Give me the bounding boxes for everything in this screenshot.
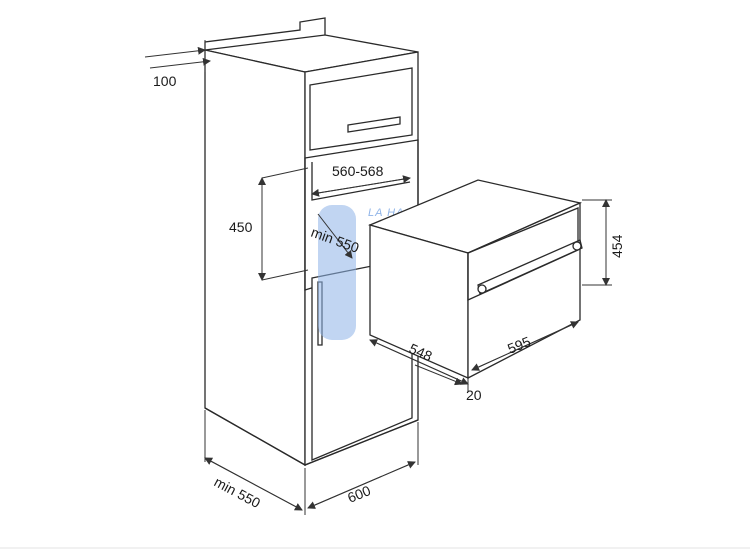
- dim-oven-width: [471, 321, 579, 371]
- cabinet-side: [204, 49, 306, 467]
- label-cabinet-width: 600: [345, 482, 373, 506]
- label-oven-height: 454: [609, 234, 625, 258]
- oven-handle-knob-right: [572, 241, 582, 251]
- oven-handle-knob-left: [477, 284, 487, 294]
- dim-cabinet-depth: [204, 410, 306, 515]
- label-top-depth: 100: [153, 73, 177, 89]
- niche-inner: [311, 162, 411, 201]
- dim-oven-depth: [369, 339, 469, 385]
- label-niche-width: 560-568: [332, 163, 384, 179]
- dim-niche-width: [311, 175, 411, 197]
- cabinet-base: [204, 407, 419, 466]
- upper-handle: [347, 116, 401, 133]
- label-niche-height: 450: [229, 219, 253, 235]
- upper-drawer: [309, 67, 413, 151]
- dim-cabinet-width: [307, 422, 419, 509]
- label-front-offset: 20: [466, 387, 482, 403]
- dim-oven-height: [582, 199, 612, 286]
- oven: [368, 179, 583, 380]
- label-cabinet-depth: min 550: [212, 474, 264, 512]
- dim-niche-depth: [317, 213, 353, 259]
- dim-niche-height: [258, 167, 309, 281]
- dim-front-offset: [414, 364, 469, 392]
- dim-top-depth: [144, 40, 211, 72]
